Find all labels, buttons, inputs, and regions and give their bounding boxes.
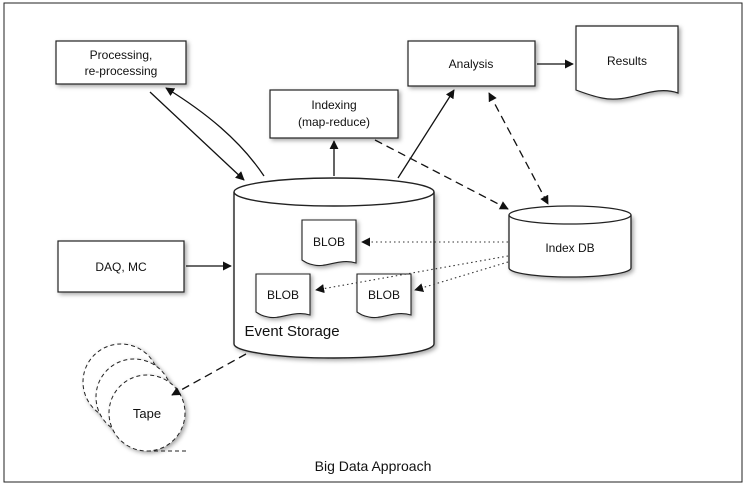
index-db-label: Index DB (545, 241, 594, 255)
arrow-storage-to-tape (171, 353, 247, 396)
analysis-box: Analysis (407, 40, 536, 87)
blob-document: BLOB (301, 219, 357, 267)
blob-document: BLOB (356, 273, 412, 319)
arrow-storage-to-processing (165, 87, 265, 177)
arrow-indexdb-to-blob-left (315, 255, 509, 294)
arrow-indexing-to-indexdb (374, 139, 509, 210)
daq-label: DAQ, MC (95, 260, 147, 274)
results-label: Results (607, 54, 647, 68)
arrow-processing-to-storage (149, 91, 245, 181)
daq-box: DAQ, MC (57, 240, 185, 293)
arrow-storage-to-analysis (397, 89, 455, 179)
processing-label-line2: re-processing (85, 64, 158, 78)
blob-label-top: BLOB (313, 235, 345, 249)
arrow-analysis-indexdb (488, 92, 549, 205)
tape-stack: Tape (82, 343, 186, 452)
indexing-label-line1: Indexing (311, 98, 356, 112)
indexing-box: Indexing (map-reduce) (269, 89, 399, 139)
indexing-label-line2: (map-reduce) (298, 115, 370, 129)
processing-box: Processing, re-processing (55, 40, 187, 85)
blob-document: BLOB (255, 273, 311, 319)
index-db-cylinder: Index DB (508, 205, 632, 278)
diagram-caption: Big Data Approach (315, 458, 432, 474)
event-storage-label: Event Storage (244, 323, 339, 340)
event-storage-cylinder: Event Storage (233, 177, 435, 359)
blob-label-left: BLOB (267, 288, 299, 302)
processing-label-line1: Processing, (90, 48, 153, 62)
blob-label-right: BLOB (368, 288, 400, 302)
analysis-label: Analysis (449, 57, 494, 71)
results-document: Results (575, 25, 679, 100)
tape-label: Tape (133, 406, 161, 421)
